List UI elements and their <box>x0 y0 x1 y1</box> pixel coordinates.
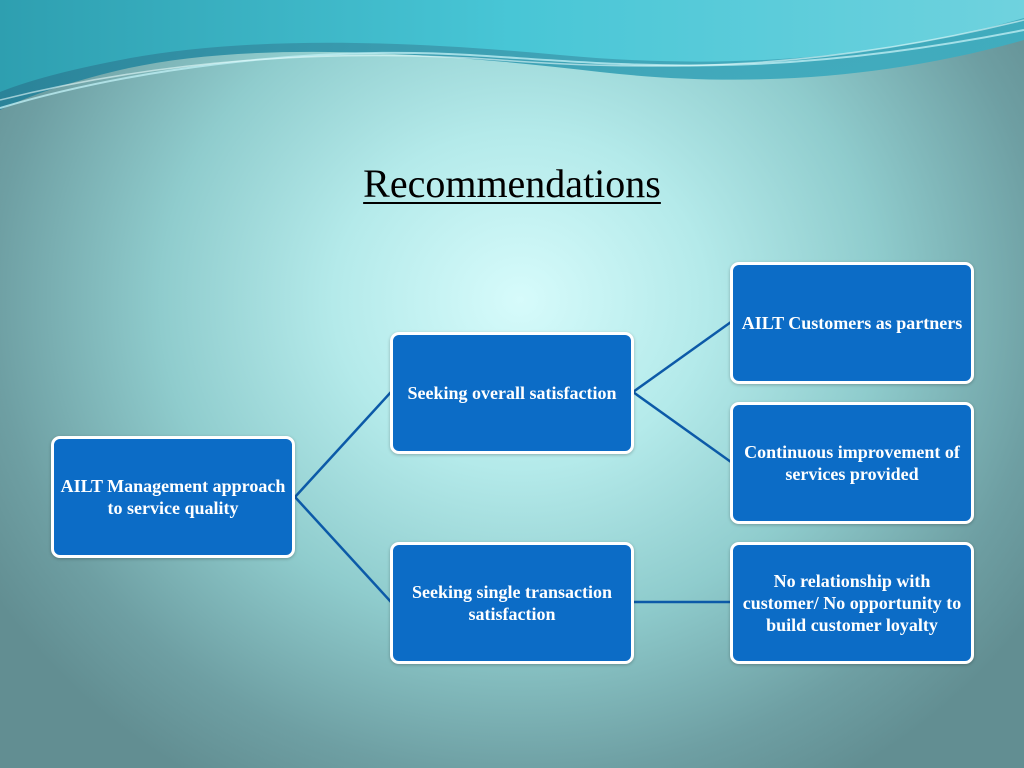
node-single-label: Seeking single transaction satisfaction <box>411 582 612 624</box>
node-overall-label: Seeking overall satisfaction <box>407 383 617 403</box>
connector-root-to-single <box>294 496 392 603</box>
node-seeking-single-transaction: Seeking single transaction satisfaction <box>390 542 634 664</box>
connector-overall-to-improvement <box>632 390 732 464</box>
node-root-management-approach: AILT Management approach to service qual… <box>51 436 295 558</box>
wave-highlight <box>0 29 1024 109</box>
node-root-label: AILT Management approach to service qual… <box>60 476 286 518</box>
node-improvement-label: Continuous improvement of services provi… <box>744 442 960 484</box>
wave-shape-front <box>0 0 1024 92</box>
connector-overall-to-partners <box>632 320 732 394</box>
wave-highlight-2 <box>0 19 1024 101</box>
node-no-relationship-label: No relationship with customer/ No opport… <box>742 571 962 635</box>
header-wave-decoration <box>0 0 1024 110</box>
node-continuous-improvement: Continuous improvement of services provi… <box>730 402 974 524</box>
node-seeking-overall-satisfaction: Seeking overall satisfaction <box>390 332 634 454</box>
node-partners-label: AILT Customers as partners <box>741 313 963 333</box>
node-customers-as-partners: AILT Customers as partners <box>730 262 974 384</box>
connector-root-to-overall <box>294 391 392 498</box>
page-title-text: Recommendations <box>363 161 661 206</box>
node-no-relationship: No relationship with customer/ No opport… <box>730 542 974 664</box>
page-title: Recommendations <box>0 160 1024 208</box>
